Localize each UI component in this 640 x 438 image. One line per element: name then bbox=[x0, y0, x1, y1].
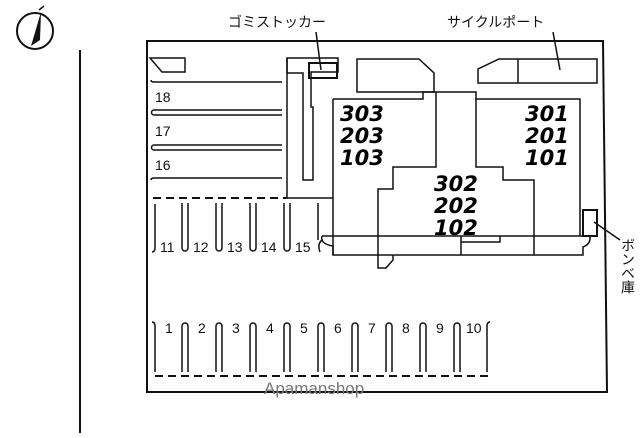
parking-14: 14 bbox=[261, 239, 277, 255]
north-arrow-icon bbox=[16, 5, 54, 50]
parking-17: 17 bbox=[155, 123, 171, 139]
parking-8: 8 bbox=[402, 320, 410, 336]
units-left: 303 203 103 bbox=[340, 102, 384, 170]
svg-text:103: 103 bbox=[340, 146, 384, 170]
parking-16: 16 bbox=[155, 157, 171, 173]
svg-text:302: 302 bbox=[434, 172, 478, 196]
cycle-port-label: サイクルポート bbox=[447, 15, 544, 31]
units-middle: 302 202 102 bbox=[434, 172, 478, 240]
side-parking-lines bbox=[150, 79, 287, 199]
garbage-stocker-label: ゴミストッカー bbox=[228, 14, 326, 31]
garbage-area bbox=[286, 57, 339, 199]
svg-text:101: 101 bbox=[525, 146, 569, 170]
parking-6: 6 bbox=[334, 320, 342, 336]
parking-11: 11 bbox=[160, 239, 175, 255]
building bbox=[320, 58, 598, 269]
svg-text:202: 202 bbox=[434, 194, 478, 218]
units-right: 301 201 101 bbox=[525, 102, 569, 170]
parking-2: 2 bbox=[198, 320, 206, 336]
gas-cylinder-box bbox=[582, 209, 598, 237]
svg-text:303: 303 bbox=[340, 102, 384, 126]
parking-4: 4 bbox=[266, 320, 274, 336]
parking-15: 15 bbox=[295, 239, 311, 255]
svg-text:301: 301 bbox=[525, 102, 569, 126]
parking-7: 7 bbox=[368, 320, 376, 336]
upper-stalls bbox=[151, 203, 323, 253]
gas-cylinder-label: ボンベ庫 bbox=[619, 238, 635, 294]
parking-9: 9 bbox=[436, 320, 444, 336]
watermark: Apamanshop bbox=[264, 379, 364, 398]
svg-text:201: 201 bbox=[525, 124, 569, 148]
parking-1: 1 bbox=[165, 320, 173, 336]
garbage-stocker-box bbox=[308, 62, 338, 79]
parking-18: 18 bbox=[155, 89, 171, 105]
parking-3: 3 bbox=[232, 320, 240, 336]
svg-text:203: 203 bbox=[340, 124, 384, 148]
site-boundary bbox=[146, 40, 609, 393]
parking-5: 5 bbox=[300, 320, 308, 336]
parking-13: 13 bbox=[227, 239, 243, 255]
lower-stalls bbox=[151, 321, 491, 377]
svg-text:102: 102 bbox=[434, 216, 478, 240]
parking-12: 12 bbox=[193, 239, 209, 255]
parking-10: 10 bbox=[466, 320, 482, 336]
